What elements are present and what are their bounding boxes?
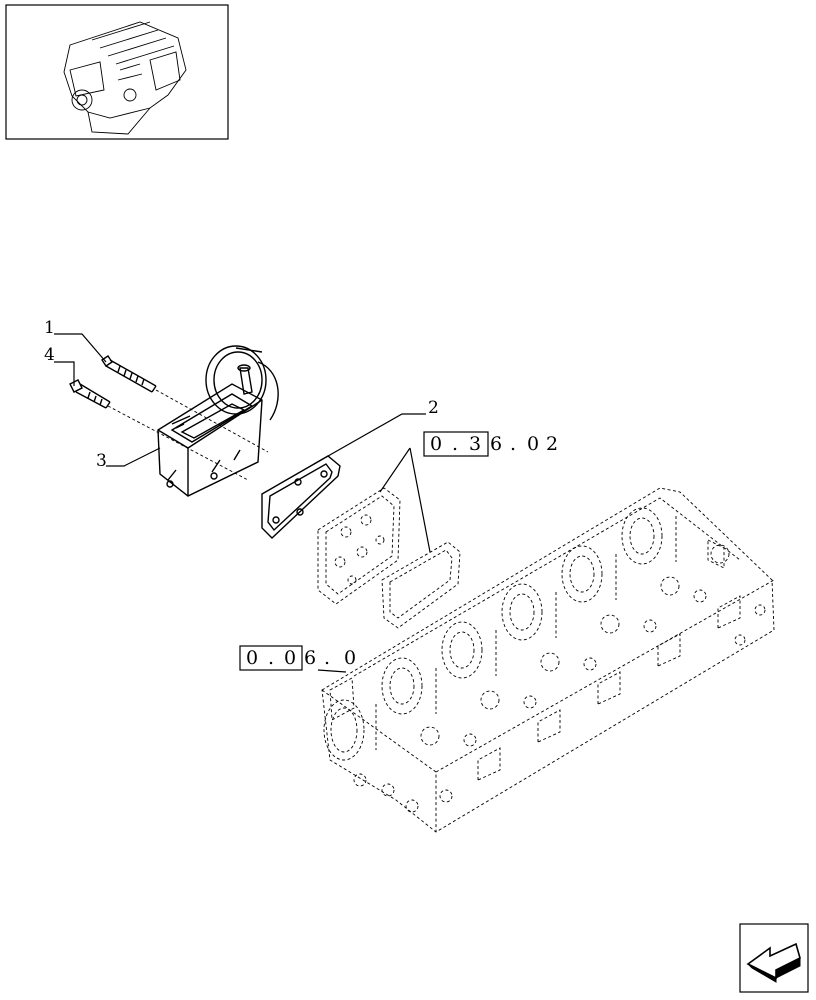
svg-text:1: 1 — [44, 318, 55, 338]
svg-text:2: 2 — [546, 433, 558, 455]
engine-thumbnail[interactable] — [5, 4, 229, 140]
svg-text:6: 6 — [490, 433, 502, 455]
alignment-lines — [107, 389, 269, 481]
callout-4[interactable]: 4 — [44, 345, 75, 386]
cylinder-head — [321, 487, 775, 833]
housing-part-3 — [157, 345, 279, 497]
svg-text:0: 0 — [430, 433, 442, 455]
previous-page-arrow-icon — [746, 942, 801, 983]
bolt-1 — [101, 355, 157, 393]
svg-text:6: 6 — [304, 647, 316, 669]
svg-text:.: . — [452, 433, 458, 455]
engine-thumbnail-icon — [63, 21, 187, 135]
dashed-plate — [317, 487, 401, 605]
dashed-gasket — [381, 541, 461, 629]
reference-0-06-0[interactable]: 0 . 0 6 . 0 — [239, 645, 356, 673]
svg-text:.: . — [510, 433, 516, 455]
svg-text:.: . — [268, 647, 274, 669]
bolt-4 — [69, 379, 111, 409]
svg-text:4: 4 — [44, 345, 55, 365]
callout-2[interactable]: 2 — [313, 398, 439, 465]
svg-text:2: 2 — [428, 398, 439, 418]
svg-text:.: . — [324, 647, 330, 669]
svg-text:3: 3 — [96, 451, 107, 471]
gasket-part-2 — [261, 455, 341, 539]
callout-1[interactable]: 1 — [44, 318, 107, 363]
svg-text:0: 0 — [527, 433, 539, 455]
reference-0-36-02[interactable]: 0 . 3 6 . 0 2 — [379, 431, 558, 553]
svg-text:0: 0 — [246, 647, 258, 669]
svg-text:0: 0 — [344, 647, 356, 669]
svg-text:3: 3 — [469, 433, 481, 455]
previous-page-button[interactable] — [739, 923, 809, 993]
svg-text:0: 0 — [284, 647, 296, 669]
callout-3[interactable]: 3 — [96, 447, 161, 471]
